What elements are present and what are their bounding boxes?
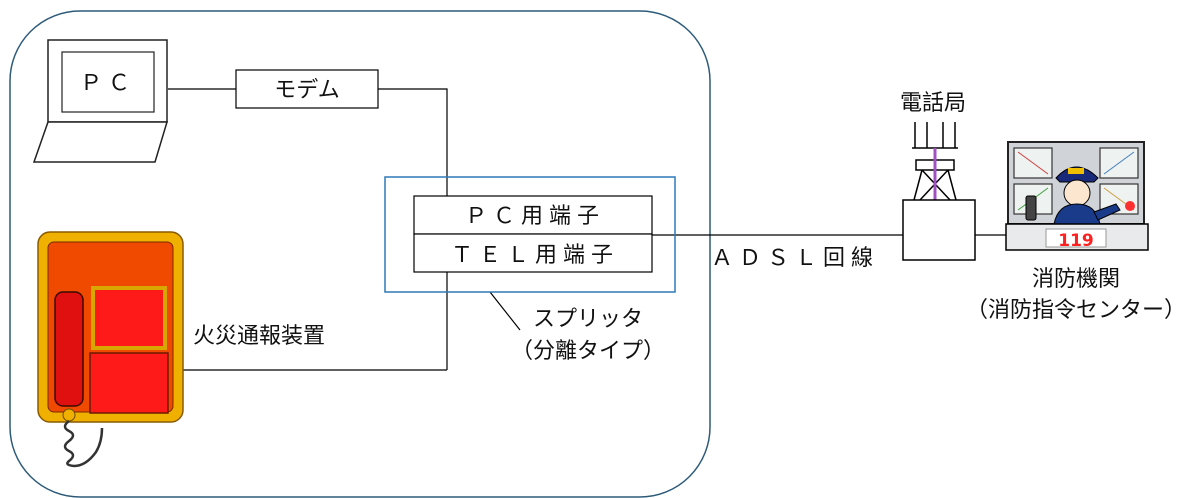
emergency-number: 119 [1058, 231, 1094, 251]
pc-label: ＰＣ [80, 71, 136, 96]
premises-outline [9, 10, 711, 498]
telephone-tower-icon [902, 122, 976, 261]
fire-alarm-label: 火災通報装置 [193, 324, 325, 349]
laptop-icon [32, 39, 169, 163]
modem-label: モデム [274, 78, 340, 103]
splitter-outline [384, 176, 676, 293]
fire-agency-label-line2: （消防指令センター） [966, 298, 1186, 323]
emergency-phone-icon [37, 231, 184, 468]
connection-lines [168, 88, 1006, 371]
fire-dispatch-operator-icon [1005, 141, 1149, 251]
splitter-label-line2: （分離タイプ） [511, 339, 665, 364]
telephone-office-label: 電話局 [900, 91, 966, 116]
tel-port-box [413, 233, 653, 273]
splitter-label-line1: スプリッタ [533, 307, 643, 332]
pc-port-label: ＰＣ用端子 [465, 204, 605, 229]
tel-port-label: ＴＥＬ用端子 [451, 243, 619, 268]
fire-agency-label-line1: 消防機関 [1032, 267, 1120, 292]
modem-box [235, 69, 379, 109]
pc-port-box [413, 195, 653, 235]
adsl-line-label: ＡＤＳＬ回線 [711, 246, 879, 271]
